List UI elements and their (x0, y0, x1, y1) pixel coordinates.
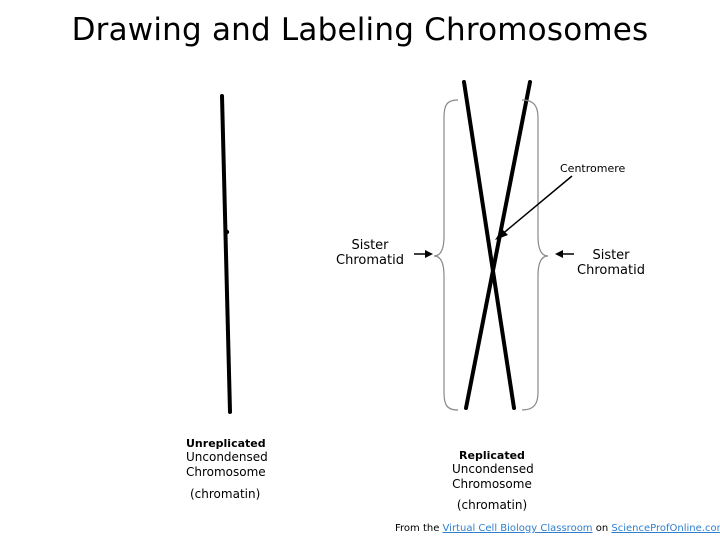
sister-chromatid-right-label: Sister Chromatid (577, 248, 645, 278)
centromere-label: Centromere (560, 162, 626, 175)
sister-right-arrowhead (555, 250, 563, 258)
left-brace (433, 99, 459, 411)
unreplicated-chromatid (220, 94, 232, 414)
replicated-uncondensed-label: Uncondensed (452, 462, 534, 476)
scienceprofonline-link[interactable]: ScienceProfOnline.com (611, 523, 720, 534)
unreplicated-label: Unreplicated (186, 437, 266, 450)
replicated-chromosome-label: Chromosome (452, 477, 532, 491)
sister-chromatid-right-line (464, 80, 532, 410)
slide-title: Drawing and Labeling Chromosomes (71, 12, 649, 48)
sister-left-arrowhead (425, 250, 433, 258)
unreplicated-chromosome-label: Chromosome (186, 465, 266, 479)
sister-chromatid-left-line (462, 80, 516, 410)
unreplicated-chromatin-label: (chromatin) (190, 487, 261, 501)
replicated-chromatin-label: (chromatin) (456, 498, 528, 512)
centromere-arrowhead (495, 229, 508, 240)
centromere-arrow-line (499, 175, 573, 237)
footer-credit: From the Virtual Cell Biology Classroom … (395, 523, 720, 534)
replicated-label: Replicated (459, 449, 525, 462)
footer-middle: on (592, 523, 612, 534)
sister-chromatid-left-label: Sister Chromatid (336, 238, 404, 268)
unreplicated-uncondensed-label: Uncondensed (186, 450, 268, 464)
virtual-cell-biology-classroom-link[interactable]: Virtual Cell Biology Classroom (442, 523, 593, 534)
unreplicated-centromere-dot (224, 229, 230, 235)
right-brace (521, 99, 549, 411)
footer-prefix: From the (395, 523, 443, 534)
